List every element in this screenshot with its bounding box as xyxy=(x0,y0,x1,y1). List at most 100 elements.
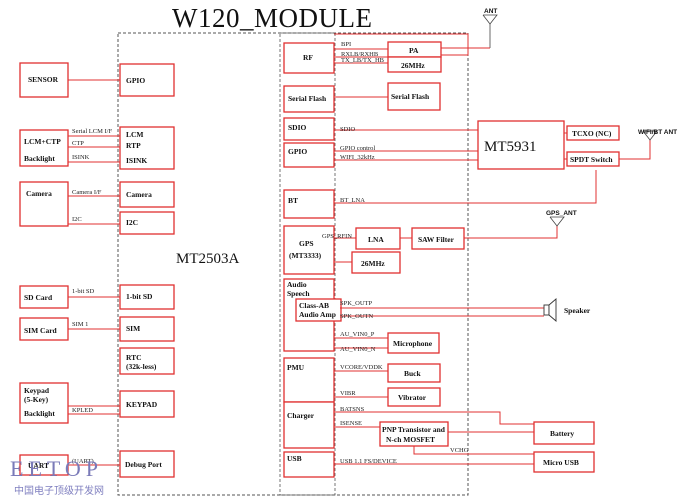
rtc-block xyxy=(119,347,175,375)
vibrator-block xyxy=(387,387,441,407)
right-external-blocks: PA 26MHz Serial Flash MT5931 TCXO (NC) S… xyxy=(351,41,651,473)
keypad-block xyxy=(19,382,69,424)
sig-spk-outp: SPK_OUTP xyxy=(340,300,373,307)
bt-block xyxy=(283,189,335,219)
diagram-title: W120_MODULE xyxy=(172,3,372,33)
sig-kpled: KPLED xyxy=(72,407,93,414)
gps-label: GPS xyxy=(299,239,314,248)
keypad-int-label: KEYPAD xyxy=(126,400,158,409)
sig-au-vin0-p: AU_VIN0_P xyxy=(340,331,375,338)
class-ab-block xyxy=(295,298,342,322)
right-signal-labels: BPI RXLB/RXHB TX_LB/TX_HB SDIO GPIO cont… xyxy=(322,41,469,465)
sig-spk-outn: SPK_OUTN xyxy=(340,313,374,320)
buck-block xyxy=(387,363,441,383)
antenna-icons: ANT WIFI/BT ANT GPS_ANT xyxy=(441,8,677,227)
lna-label: LNA xyxy=(368,235,384,244)
usb-label: USB xyxy=(287,454,302,463)
pnp-label: PNP Transistor and xyxy=(382,425,446,434)
uart-label: UART xyxy=(28,461,49,470)
sig-bt-lna: BT_LNA xyxy=(340,197,365,204)
sig-batsns: BATSNS xyxy=(340,406,365,413)
sig-isense: ISENSE xyxy=(340,420,362,427)
keypad-int-block xyxy=(119,390,175,418)
ant-icon xyxy=(441,14,498,49)
i2c-label: I2C xyxy=(126,218,138,227)
1bit-sd-label: 1-bit SD xyxy=(126,292,153,301)
sig-serial-lcm: Serial LCM I/F xyxy=(72,128,112,135)
rf-label: RF xyxy=(303,53,313,62)
microphone-block xyxy=(387,332,440,354)
sim-label: SIM xyxy=(126,324,140,333)
sig-rxlb: RXLB/RXHB xyxy=(341,51,379,58)
left-external-blocks: SENSOR LCM+CTP Backlight Camera SD Card … xyxy=(19,62,69,476)
rtp-label: RTP xyxy=(126,141,141,150)
serial-flash-int-label: Serial Flash xyxy=(288,94,327,103)
main-chip-label: MT2503A xyxy=(176,251,240,267)
sd-card-label: SD Card xyxy=(24,293,53,302)
mt5931-block xyxy=(477,120,565,170)
debug-port-block xyxy=(119,450,175,478)
usb-block xyxy=(283,451,335,478)
mt5931-label: MT5931 xyxy=(484,139,537,155)
backlight2-label: Backlight xyxy=(24,409,55,418)
26mhz-a-label: 26MHz xyxy=(401,61,425,70)
battery-label: Battery xyxy=(550,429,574,438)
sig-uart: (UART) xyxy=(72,458,94,465)
speaker-icon xyxy=(543,298,557,322)
pmu-block xyxy=(283,357,335,403)
sig-camera-if: Camera I/F xyxy=(72,189,102,196)
sig-isink: ISINK xyxy=(72,154,90,161)
sig-sim1: SIM 1 xyxy=(72,321,88,328)
sdio-block xyxy=(283,117,335,141)
sig-txlb: TX_LB/TX_HB xyxy=(341,57,385,64)
microphone-label: Microphone xyxy=(393,339,433,348)
gpio-r-label: GPIO xyxy=(288,147,307,156)
saw-filter-label: SAW Filter xyxy=(418,235,455,244)
sig-vchg: VCHG xyxy=(450,447,469,454)
sig-wifi-32k: WIFI_32kHz xyxy=(340,154,375,161)
keypad-label: Keypad xyxy=(24,386,50,395)
speaker-label: Speaker xyxy=(564,306,591,315)
class-ab-label-2: Audio Amp xyxy=(299,310,336,319)
right-signal-lines xyxy=(334,33,597,465)
gpio-r-block xyxy=(283,142,335,168)
wifi-bt-ant-label: WIFI/BT ANT xyxy=(638,129,677,136)
sig-ctp: CTP xyxy=(72,140,84,147)
debug-port-label: Debug Port xyxy=(125,460,162,469)
sig-gpio-control: GPIO control xyxy=(340,145,375,152)
class-ab-label: Class-AB xyxy=(299,301,329,310)
sig-gps-rfin: GPS_RFIN xyxy=(322,233,352,240)
left-signal-lines xyxy=(68,79,120,466)
sig-i2c: I2C xyxy=(72,216,82,223)
rf-block xyxy=(283,42,335,74)
lcm-label: LCM xyxy=(126,130,144,139)
keypad-label-2: (5-Key) xyxy=(24,395,49,404)
battery-block xyxy=(533,421,595,445)
sdio-label: SDIO xyxy=(288,123,307,132)
gps-antenna-icon xyxy=(549,216,565,227)
ant-label: ANT xyxy=(484,8,497,15)
gpio-block xyxy=(119,63,175,97)
charger-block xyxy=(283,401,335,449)
camera-block xyxy=(19,181,69,227)
pnp-label-2: N-ch MOSFET xyxy=(386,435,435,444)
sensor-label: SENSOR xyxy=(28,75,59,84)
sig-vcore: VCORE/VDDK xyxy=(340,364,383,371)
left-internal-blocks: GPIO LCM RTP ISINK Camera I2C 1-bit SD S… xyxy=(119,63,175,478)
lcm-ctp-block xyxy=(19,129,69,167)
pnp-block xyxy=(379,421,449,447)
gps-ant-label: GPS_ANT xyxy=(546,210,577,217)
rtc-label: RTC xyxy=(126,353,142,362)
i2c-block xyxy=(119,211,175,235)
pmu-label: PMU xyxy=(287,363,305,372)
gps-block xyxy=(283,225,335,275)
mt2503a-right-column xyxy=(279,32,336,496)
sig-sdio: SDIO xyxy=(340,126,355,133)
lcm-block xyxy=(119,126,175,170)
spdt-label: SPDT Switch xyxy=(570,155,613,164)
eetop-logo: EETOP xyxy=(10,456,103,481)
gps-label-2: (MT3333) xyxy=(289,251,322,260)
audio-label-2: Speech xyxy=(287,289,310,298)
charger-label: Charger xyxy=(287,411,315,420)
